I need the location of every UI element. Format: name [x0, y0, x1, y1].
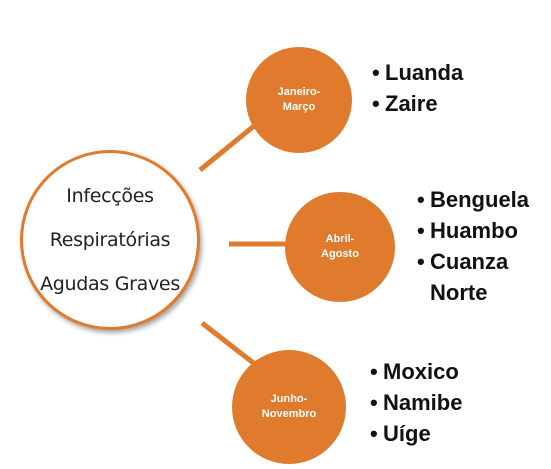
province-list-abril-agosto: Benguela Huambo Cuanza Norte — [417, 184, 551, 308]
connector-line-1 — [198, 124, 256, 172]
period-label: Janeiro- Março — [277, 86, 321, 113]
period-node-junho-novembro: Junho- Novembro — [232, 350, 346, 464]
period-label: Abril- Agosto — [321, 233, 359, 260]
central-topic-line-3: Agudas Graves — [40, 273, 180, 295]
connector-line-3 — [200, 321, 258, 367]
central-topic-line-1: Infecções — [66, 185, 154, 207]
province-item: Zaire — [372, 88, 463, 119]
province-item: Namibe — [370, 387, 462, 418]
province-item: Benguela — [417, 184, 551, 215]
province-item: Huambo — [417, 215, 551, 246]
period-node-janeiro-marco: Janeiro- Março — [246, 47, 352, 153]
province-list-janeiro-marco: Luanda Zaire — [372, 57, 463, 119]
period-label: Junho- Novembro — [261, 393, 317, 420]
province-item: Cuanza Norte — [417, 246, 551, 308]
central-topic-node: Infecções Respiratórias Agudas Graves — [20, 150, 200, 330]
period-node-abril-agosto: Abril- Agosto — [285, 192, 395, 302]
province-item: Luanda — [372, 57, 463, 88]
province-item: Uíge — [370, 418, 462, 449]
province-item: Moxico — [370, 356, 462, 387]
central-topic-line-2: Respiratórias — [49, 229, 171, 251]
province-list-junho-novembro: Moxico Namibe Uíge — [370, 356, 462, 449]
